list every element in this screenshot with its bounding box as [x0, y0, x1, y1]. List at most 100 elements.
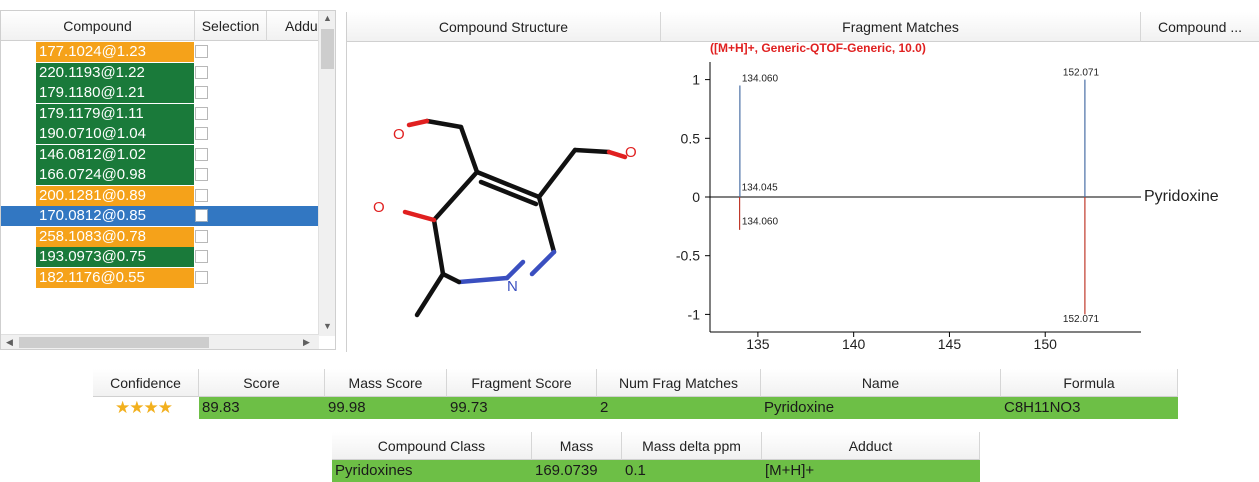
- list-horizontal-scrollbar[interactable]: ◀ ▶: [1, 334, 319, 349]
- chart-bars: [738, 79, 1086, 315]
- details-table: Compound Class Mass Mass delta ppm Adduc…: [332, 432, 980, 482]
- list-item[interactable]: 179.1179@1.11: [1, 103, 319, 124]
- results-header-confidence[interactable]: Confidence: [93, 369, 199, 397]
- list-item[interactable]: 166.0724@0.98: [1, 165, 319, 185]
- column-header-fragments[interactable]: Fragment Matches: [661, 12, 1141, 42]
- column-header-compound-name[interactable]: Compound ...: [1141, 12, 1259, 42]
- star-rating: ★★★★: [115, 398, 173, 417]
- scroll-left-icon[interactable]: ◀: [6, 337, 13, 347]
- compound-cell: 166.0724@0.98: [36, 165, 194, 185]
- y-tick-label: 0: [692, 189, 700, 205]
- compound-cell: 179.1180@1.21: [36, 83, 194, 103]
- selection-checkbox[interactable]: [195, 229, 208, 243]
- compound-cell: 220.1193@1.22: [36, 62, 194, 83]
- bond: [572, 147, 612, 155]
- selection-checkbox[interactable]: [195, 65, 208, 79]
- results-header-num-frag[interactable]: Num Frag Matches: [597, 369, 761, 397]
- results-mass-score-cell: 99.98: [325, 397, 447, 419]
- fragment-matches-chart: ([M+H]+, Generic-QTOF-Generic, 10.0) 1 0.…: [676, 42, 1141, 352]
- results-header-fragment-score[interactable]: Fragment Score: [447, 369, 597, 397]
- y-tick-label: 1: [692, 72, 700, 88]
- scroll-right-icon[interactable]: ▶: [303, 337, 310, 347]
- compound-structure-view: O O O N: [373, 118, 637, 318]
- bond-oxygen: [402, 209, 437, 223]
- bond: [536, 194, 557, 255]
- selection-checkbox[interactable]: [195, 45, 208, 58]
- bond: [529, 249, 557, 277]
- list-item[interactable]: 179.1180@1.21: [1, 83, 319, 103]
- compound-cell: 258.1083@0.78: [36, 226, 194, 247]
- list-item[interactable]: 177.1024@1.23: [1, 42, 319, 62]
- details-header-adduct[interactable]: Adduct: [762, 432, 980, 460]
- details-header-mass[interactable]: Mass: [532, 432, 622, 460]
- y-tick-label: -1: [688, 306, 701, 322]
- peak-label: 134.060: [742, 217, 779, 228]
- list-item[interactable]: 190.0710@1.04: [1, 124, 319, 144]
- selection-checkbox[interactable]: [195, 127, 208, 140]
- atom-nitrogen: N: [507, 278, 518, 295]
- molecule-bonds: [402, 118, 628, 318]
- bond-oxygen: [606, 149, 628, 160]
- scroll-down-icon[interactable]: ▼: [323, 321, 332, 331]
- results-formula-cell: C8H11NO3: [1001, 397, 1178, 419]
- bond-oxygen: [406, 118, 430, 128]
- list-item[interactable]: 193.0973@0.75: [1, 247, 319, 267]
- selection-checkbox[interactable]: [195, 106, 208, 120]
- list-item[interactable]: 258.1083@0.78: [1, 226, 319, 247]
- bond: [431, 169, 480, 223]
- x-tick-label: 135: [746, 336, 770, 352]
- selection-checkbox[interactable]: [195, 147, 208, 161]
- list-item[interactable]: 220.1193@1.22: [1, 62, 319, 83]
- selection-checkbox[interactable]: [195, 270, 208, 284]
- bond: [536, 147, 578, 200]
- scroll-thumb[interactable]: [321, 29, 334, 69]
- results-header-name[interactable]: Name: [761, 369, 1001, 397]
- details-header-mass-delta[interactable]: Mass delta ppm: [622, 432, 762, 460]
- peak-label: 134.060: [742, 73, 779, 84]
- results-fragment-score-cell: 99.73: [447, 397, 597, 419]
- compound-cell: 200.1281@0.89: [36, 185, 194, 206]
- results-header-formula[interactable]: Formula: [1001, 369, 1178, 397]
- results-num-frag-cell: 2: [597, 397, 761, 419]
- selection-checkbox[interactable]: [195, 188, 208, 202]
- hscroll-thumb[interactable]: [19, 337, 209, 348]
- y-tick-label: 0.5: [681, 130, 701, 146]
- column-header-compound[interactable]: Compound: [1, 11, 195, 41]
- results-header-score[interactable]: Score: [199, 369, 325, 397]
- bond: [458, 124, 480, 175]
- compound-cell: 146.0812@1.02: [36, 144, 194, 165]
- details-header-class[interactable]: Compound Class: [332, 432, 532, 460]
- list-item[interactable]: 200.1281@0.89: [1, 185, 319, 206]
- scroll-up-icon[interactable]: ▲: [323, 13, 332, 23]
- confidence-cell: ★★★★: [93, 397, 199, 419]
- bond: [456, 275, 510, 285]
- bond: [474, 169, 542, 200]
- selection-checkbox[interactable]: [195, 250, 208, 263]
- details-mass-cell: 169.0739: [532, 460, 622, 482]
- selection-checkbox[interactable]: [195, 209, 208, 222]
- selection-checkbox[interactable]: [195, 168, 208, 181]
- column-header-adduct[interactable]: Addu: [267, 11, 319, 41]
- chart-title: ([M+H]+, Generic-QTOF-Generic, 10.0): [710, 42, 926, 55]
- list-item[interactable]: 170.0812@0.85: [1, 206, 319, 226]
- results-header-mass-score[interactable]: Mass Score: [325, 369, 447, 397]
- compound-cell: 193.0973@0.75: [36, 247, 194, 267]
- x-tick-label: 140: [842, 336, 866, 352]
- bond: [440, 271, 462, 285]
- list-vertical-scrollbar[interactable]: ▲ ▼: [318, 11, 335, 336]
- results-table: Confidence Score Mass Score Fragment Sco…: [93, 369, 1178, 421]
- column-header-structure[interactable]: Compound Structure: [347, 12, 661, 42]
- peak-label: 152.071: [1063, 68, 1100, 79]
- x-tick-label: 145: [938, 336, 962, 352]
- selection-checkbox[interactable]: [195, 86, 208, 99]
- column-header-selection[interactable]: Selection: [195, 11, 267, 41]
- peak-label: 134.045: [742, 183, 779, 194]
- compound-cell: 182.1176@0.55: [36, 267, 194, 288]
- list-item[interactable]: 146.0812@1.02: [1, 144, 319, 165]
- match-view-panel: Compound Structure Fragment Matches Comp…: [346, 12, 1259, 352]
- x-tick-label: 150: [1034, 336, 1058, 352]
- list-item[interactable]: 182.1176@0.55: [1, 267, 319, 288]
